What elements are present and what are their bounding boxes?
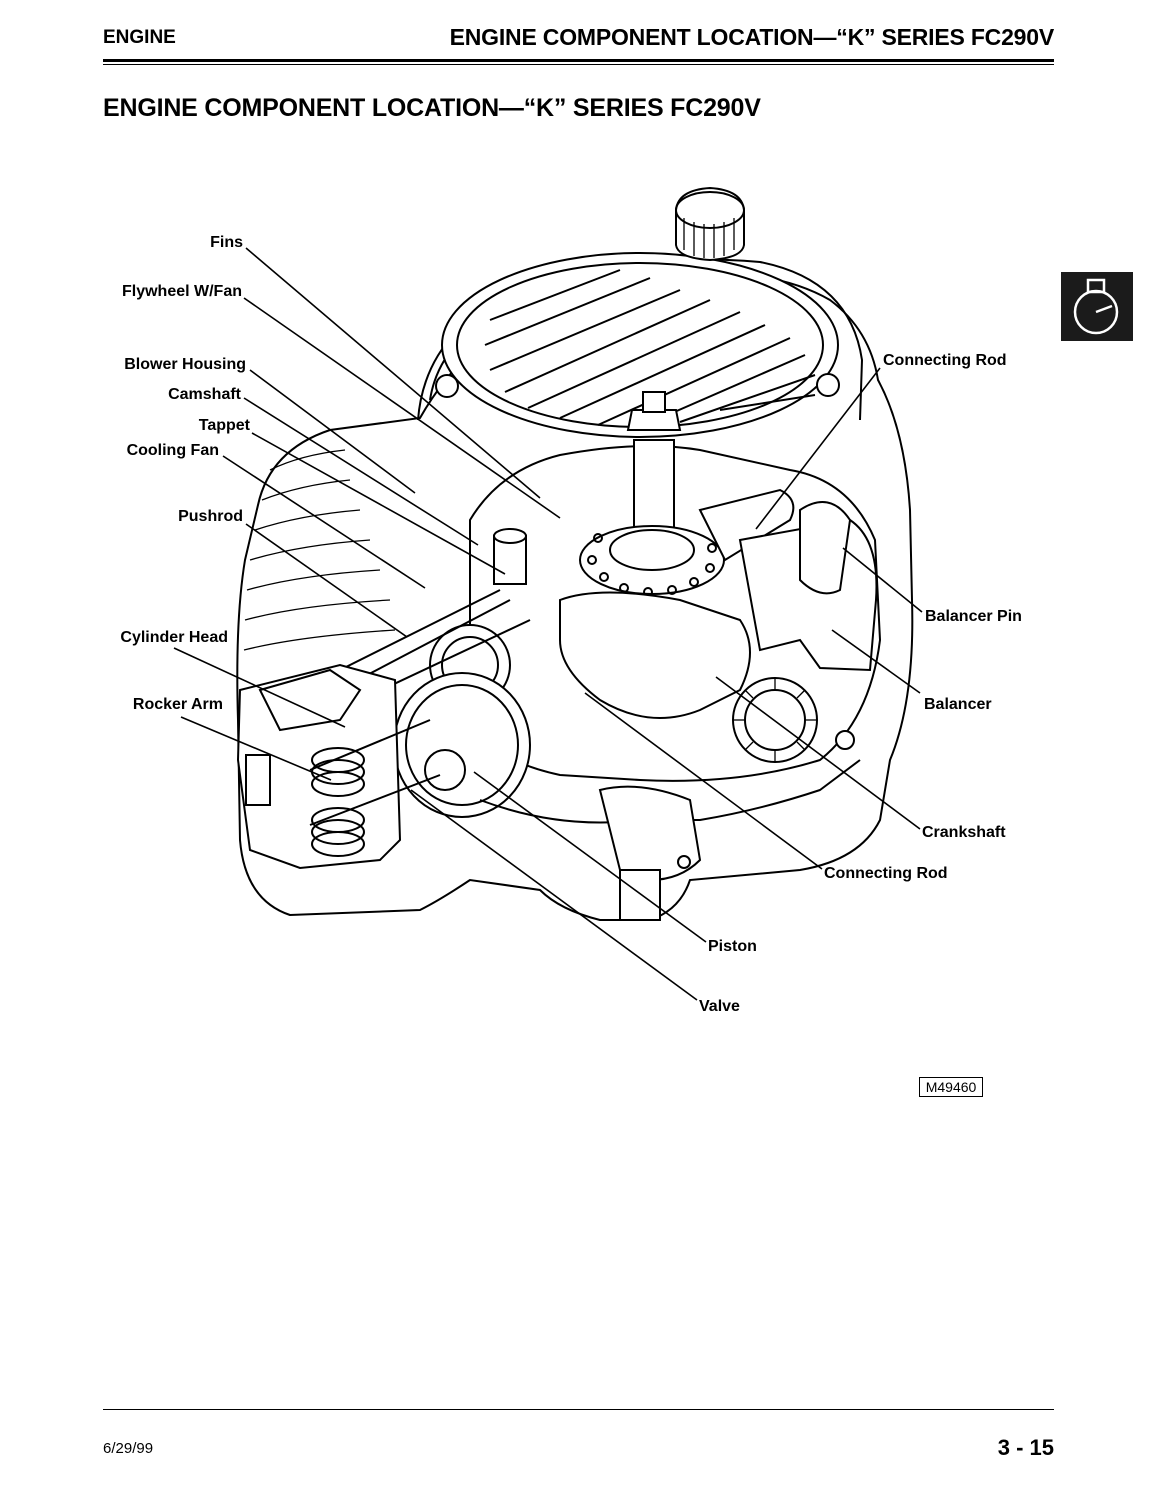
label-balancer-pin: Balancer Pin <box>925 608 1022 625</box>
footer-date: 6/29/99 <box>103 1440 154 1457</box>
diagram-labels: Fins Flywheel W/Fan Blower Housing Camsh… <box>120 234 1022 1015</box>
figure-reference: M49460 <box>919 1077 983 1097</box>
label-rocker-arm: Rocker Arm <box>133 696 223 713</box>
header-rule-thick <box>103 59 1054 62</box>
label-tappet: Tappet <box>199 417 251 434</box>
page-number: 3 - 15 <box>997 1435 1054 1460</box>
label-blower-housing: Blower Housing <box>124 356 246 373</box>
label-cooling-fan: Cooling Fan <box>127 442 219 459</box>
header-section: ENGINE <box>103 27 176 48</box>
label-camshaft: Camshaft <box>168 386 242 403</box>
label-crankshaft: Crankshaft <box>922 824 1006 841</box>
label-flywheel: Flywheel W/Fan <box>122 283 242 300</box>
label-piston: Piston <box>708 938 757 955</box>
engine-illustration <box>236 186 914 921</box>
section-tab <box>1061 272 1133 341</box>
label-fins: Fins <box>210 234 243 251</box>
label-connecting-rod-bottom: Connecting Rod <box>824 865 948 882</box>
footer-rule <box>103 1409 1054 1410</box>
label-cylinder-head: Cylinder Head <box>120 629 228 646</box>
header-running-title: ENGINE COMPONENT LOCATION—“K” SERIES FC2… <box>449 24 1055 50</box>
page-title: ENGINE COMPONENT LOCATION—“K” SERIES FC2… <box>103 94 761 122</box>
label-valve: Valve <box>699 998 740 1015</box>
leader-lines <box>173 247 923 1001</box>
label-connecting-rod-top: Connecting Rod <box>883 352 1007 369</box>
engine-section-icon <box>1073 278 1119 335</box>
header-rule-thin <box>103 64 1054 65</box>
label-balancer: Balancer <box>924 696 992 713</box>
label-pushrod: Pushrod <box>178 508 243 525</box>
